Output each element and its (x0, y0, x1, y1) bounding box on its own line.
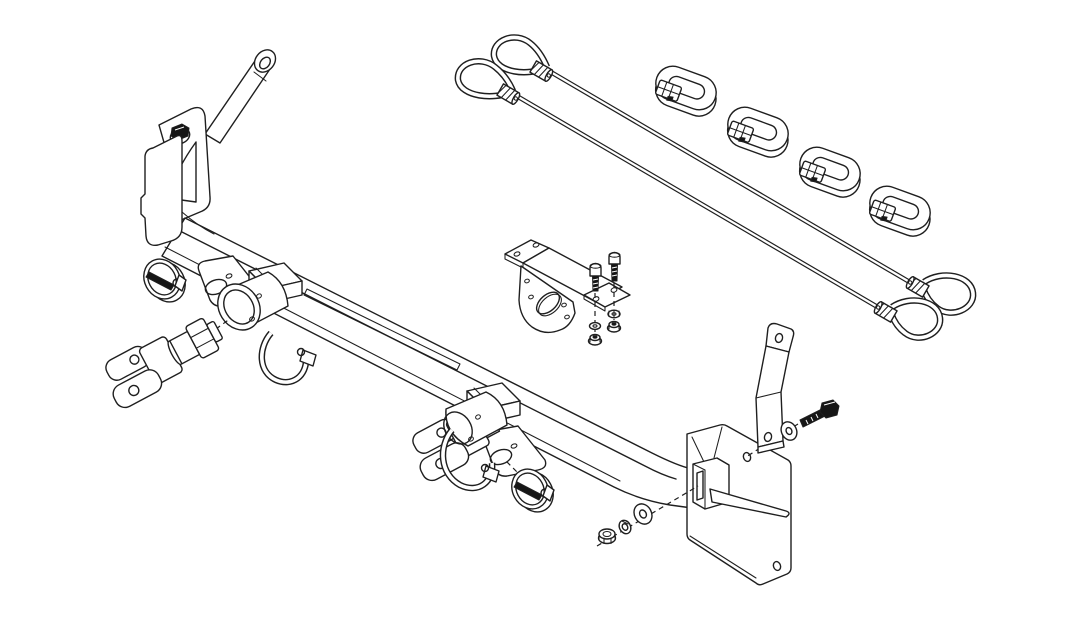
left-bracket-arm (204, 49, 277, 144)
cable-ferrule (905, 276, 930, 298)
left-bracket-outer-plate (140, 134, 183, 246)
safety-cables (454, 34, 977, 341)
electrical-flange-nut (587, 333, 603, 346)
support-strap (755, 322, 795, 454)
strap-bolt (799, 399, 840, 428)
plate-hole (772, 560, 782, 572)
bolt-head (819, 399, 840, 419)
right-end-plate (686, 423, 792, 586)
quick-links (654, 65, 931, 237)
quick-link (654, 65, 717, 117)
electrical-bolt (589, 262, 602, 292)
tab-hole (489, 448, 513, 466)
safety-cable (490, 34, 977, 316)
quick-link (868, 185, 931, 237)
end-hex-nut (597, 528, 617, 545)
center-pin-hardware (503, 458, 555, 513)
flat-head-pin (143, 258, 187, 303)
socket-oval-hole (535, 291, 561, 315)
bail-pin (439, 427, 500, 492)
end-lock-washer (618, 519, 632, 535)
tab-hole (204, 278, 228, 296)
tube-rail (303, 288, 461, 371)
receiver-center (412, 382, 547, 492)
receiver-left (197, 255, 303, 331)
end-flat-washer (633, 503, 653, 525)
quick-link (726, 106, 789, 158)
cable-ferrule (496, 83, 521, 105)
cable-ferrule (529, 60, 554, 82)
electrical-washer (588, 321, 602, 331)
arm-hole (258, 56, 272, 70)
attachment-clevis (105, 317, 223, 409)
electrical-flange-nut (606, 320, 622, 333)
pin-slot (145, 271, 175, 291)
electrical-washer (607, 309, 621, 319)
quick-link (798, 146, 861, 198)
plate-hole (742, 451, 752, 463)
gusset-fin (709, 488, 790, 518)
support-strap-assembly (745, 322, 840, 458)
baseplate-crossbar (140, 49, 792, 586)
left-attachment-hardware (105, 258, 317, 409)
flat-head-pin (511, 468, 555, 513)
strap-washer (780, 421, 798, 441)
electrical-bolt (608, 251, 621, 282)
bail-pin (258, 330, 317, 386)
electrical-bracket-assembly (504, 239, 631, 346)
safety-cable (454, 58, 944, 341)
cable-ferrule (873, 301, 898, 323)
end-plate-hardware (596, 485, 699, 547)
socket-plate (518, 265, 576, 334)
pin-slot (513, 481, 543, 501)
